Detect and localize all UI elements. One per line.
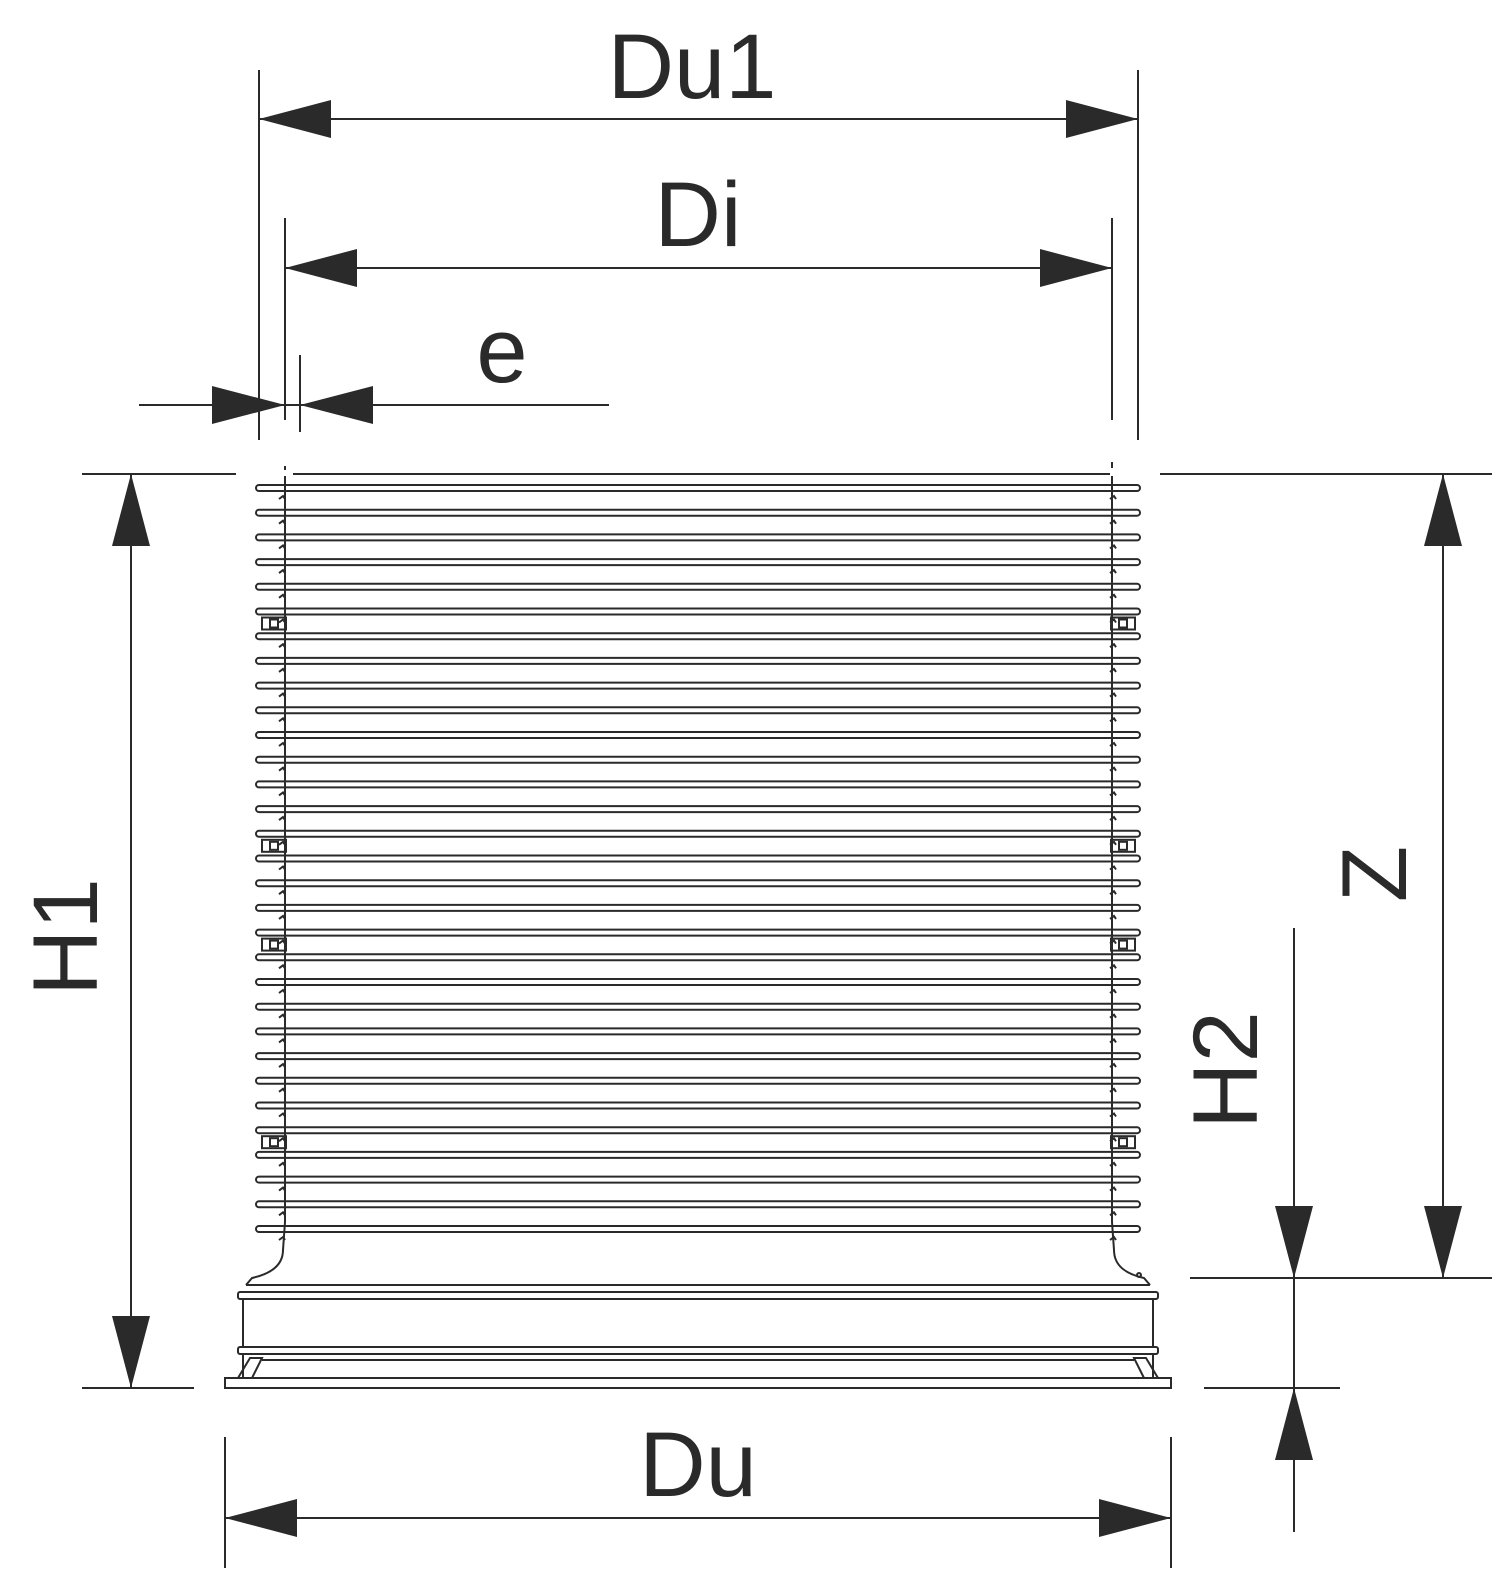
rib [255,1175,1141,1184]
rib [255,558,1141,567]
rib [255,1200,1141,1209]
rib [255,1076,1141,1085]
rib [255,978,1141,986]
rib [255,632,1141,641]
label-du: Du [639,1414,757,1516]
rib [255,1126,1141,1135]
rib [255,681,1141,690]
corrugated-pipe-body [224,462,1172,1389]
lug-hole [269,618,279,629]
rib [255,829,1141,838]
dimension-di: Di [285,164,1112,287]
rib [255,1027,1141,1036]
lug-hole [269,840,279,851]
dimension-e: e [139,300,609,424]
dimension-du1: Du1 [259,16,1138,138]
rib [255,1225,1141,1233]
label-h1: H1 [15,878,117,996]
rib [255,879,1141,888]
lug-hole [1118,840,1128,851]
rib [255,582,1141,591]
rib [255,953,1141,962]
rib [255,1101,1141,1110]
lug-hole [269,1137,279,1148]
lug-hole [269,939,279,950]
rib [255,928,1141,937]
corrugation-ribs [255,484,1141,1241]
lug-hole [1118,939,1128,950]
rib [255,508,1141,517]
rib [255,607,1141,616]
rib [255,533,1141,542]
label-di: Di [655,164,742,266]
rib [255,903,1141,912]
dimension-h2: H2 [1175,928,1313,1532]
rib [255,706,1141,715]
rib [255,656,1141,665]
dimension-du: Du [225,1414,1171,1537]
label-e: e [476,300,527,402]
extension-lines [82,70,1492,1568]
label-du1: Du1 [608,16,777,118]
label-z: Z [1324,846,1426,902]
rib [255,755,1141,764]
socket-ring-top [237,1291,1159,1300]
rib [255,731,1141,739]
lug-hole [1118,1137,1128,1148]
label-h2: H2 [1175,1011,1277,1129]
rib [255,1150,1141,1159]
rib [255,1052,1141,1061]
rib [255,805,1141,814]
rib [255,854,1141,863]
dimension-z: Z [1324,474,1462,1278]
inner-wall-left [245,476,286,1286]
rib [255,484,1141,492]
inner-wall-right [1111,476,1151,1286]
dimension-h1: H1 [15,474,150,1388]
rib [255,780,1141,789]
lug-hole [1118,618,1128,629]
base-plate [224,1377,1172,1389]
socket-ring-bottom [237,1346,1159,1355]
rib [255,1002,1141,1011]
